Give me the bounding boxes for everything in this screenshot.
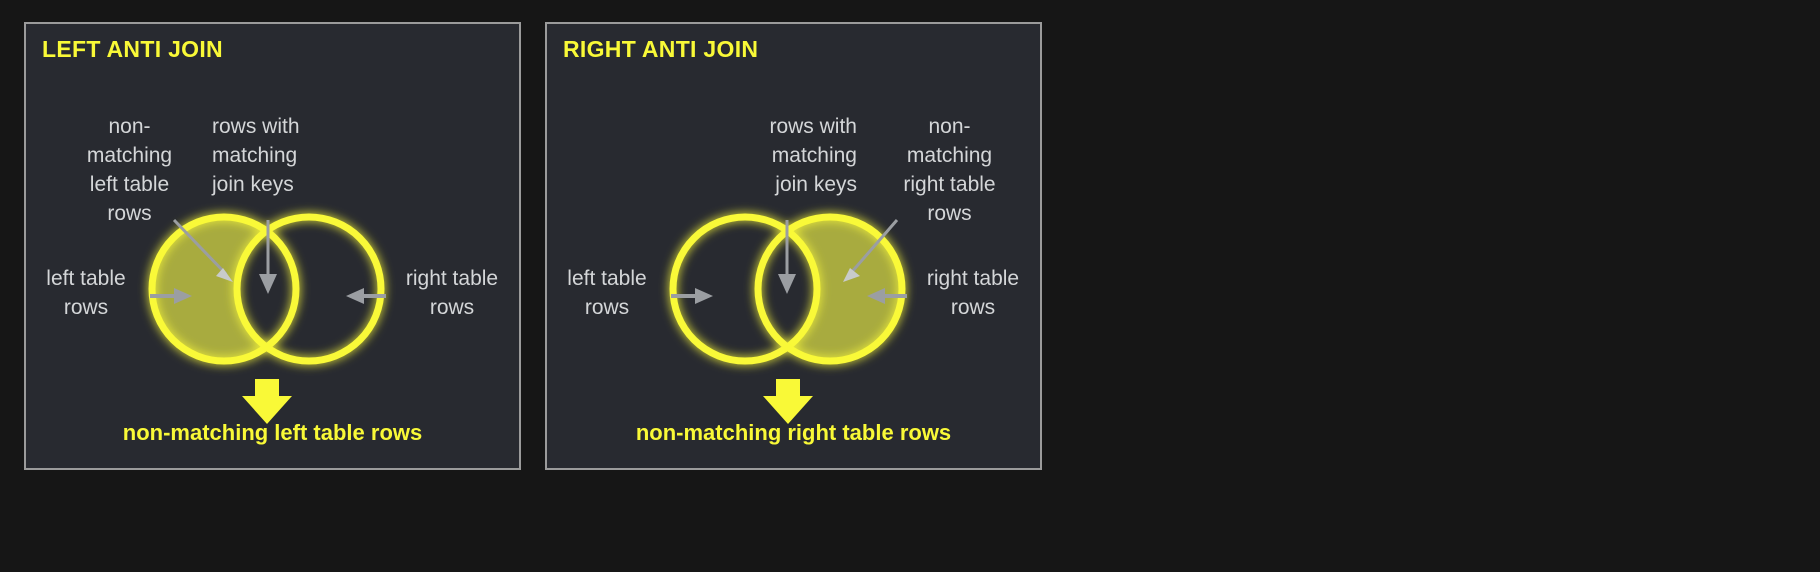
panel-right-anti-join: RIGHT ANTI JOIN	[545, 22, 1042, 470]
leader-matching-keys-left	[259, 220, 277, 294]
caption-right-anti-join: non-matching right table rows	[635, 420, 952, 445]
note-matching-keys-right: rows with matching join keys	[769, 115, 857, 196]
venn-circle-right	[233, 213, 385, 365]
note-right-table-rows-right: right table rows	[926, 267, 1020, 319]
venn-diagram-right-anti-join	[669, 213, 907, 424]
panel-title-left: LEFT ANTI JOIN	[42, 36, 223, 62]
venn-diagram-left-anti-join	[148, 213, 386, 424]
panel-title-right: RIGHT ANTI JOIN	[563, 36, 759, 62]
venn-circle-left	[148, 213, 300, 365]
note-left-table-rows-right: left table rows	[567, 267, 647, 319]
venn-fill-right-only	[758, 217, 902, 361]
note-matching-keys-left: rows with matching join keys	[212, 115, 300, 196]
leader-right-table-rows	[867, 288, 907, 304]
leader-right-table-rows	[346, 288, 386, 304]
result-arrow-down-left	[242, 379, 292, 424]
venn-circle-right	[754, 213, 906, 365]
venn-circle-left	[669, 213, 821, 365]
leader-left-table-rows	[671, 288, 713, 304]
leader-non-matching-right	[843, 219, 899, 282]
venn-fill-left-only	[152, 217, 296, 361]
caption-left-anti-join: non-matching left table rows	[122, 420, 423, 445]
note-right-table-rows-left: right table rows	[405, 267, 499, 319]
note-non-matching-right: non- matching right table rows	[903, 115, 996, 225]
leader-matching-keys-right	[778, 220, 796, 294]
leader-left-table-rows	[150, 288, 192, 304]
note-left-table-rows-left: left table rows	[46, 267, 126, 319]
note-non-matching-left: non- matching left table rows	[86, 115, 173, 225]
panel-left-anti-join: LEFT ANTI JOIN	[24, 22, 521, 470]
result-arrow-down-right	[763, 379, 813, 424]
leader-non-matching-left	[172, 218, 233, 282]
